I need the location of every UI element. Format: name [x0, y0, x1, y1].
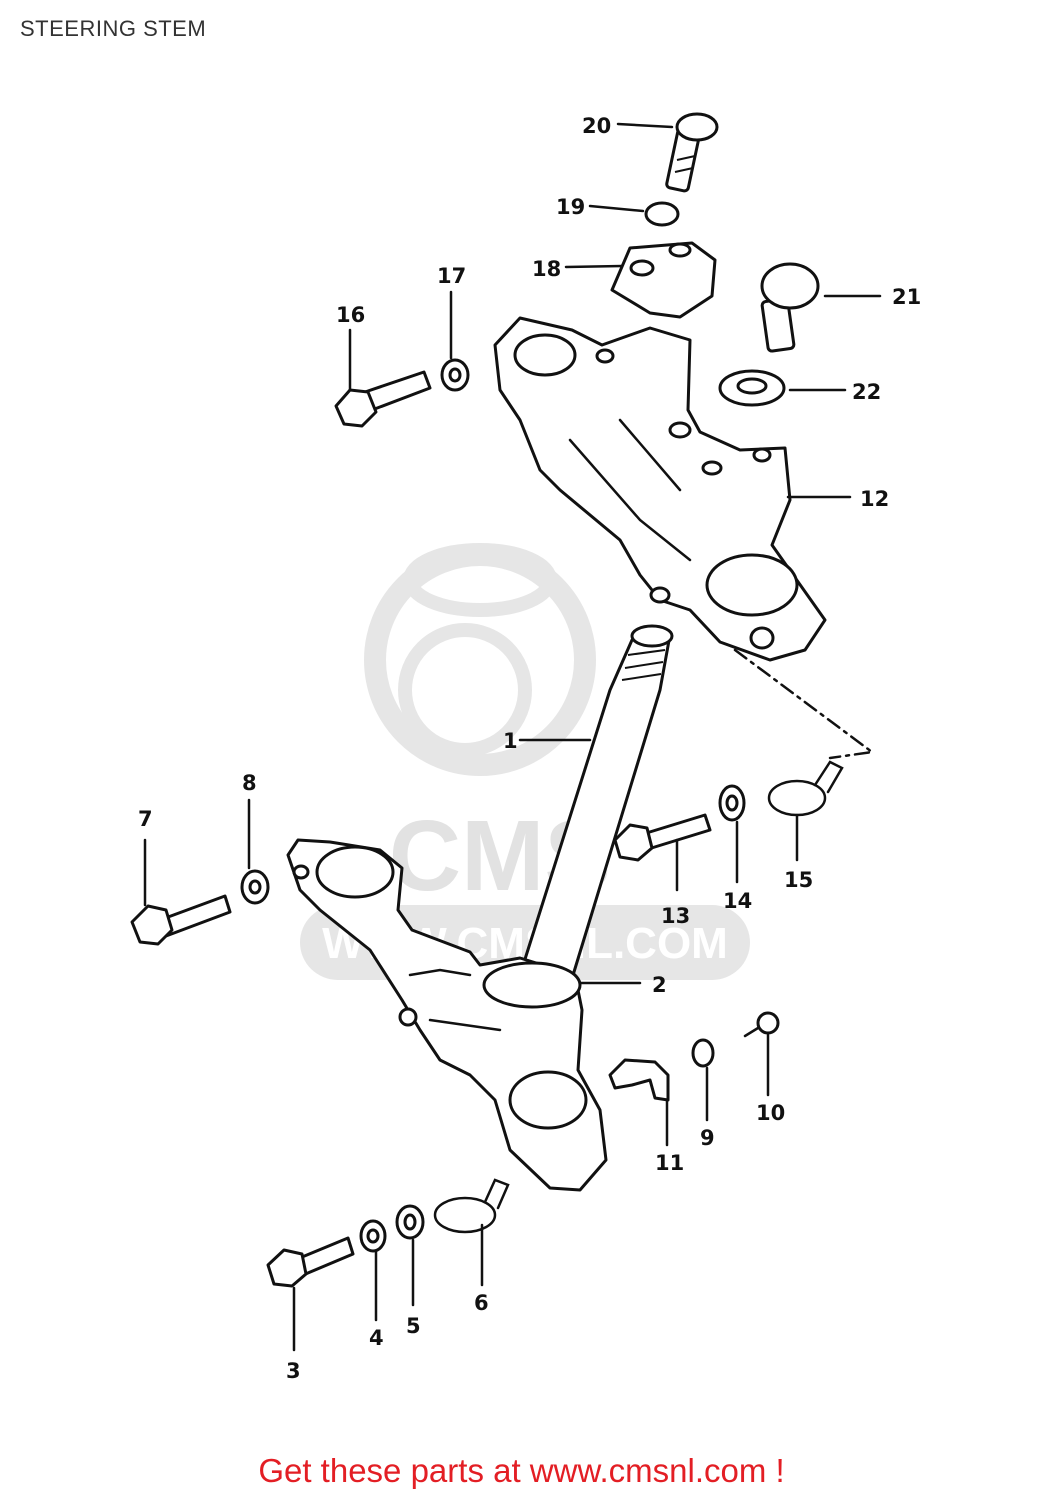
page-title: STEERING STEM	[20, 16, 207, 41]
callout-12: 12	[860, 487, 889, 511]
part-14-washer	[718, 784, 746, 822]
callout-18: 18	[532, 257, 561, 281]
callout-11: 11	[655, 1151, 684, 1175]
part-6-circlip	[433, 1178, 510, 1234]
callout-2: 2	[652, 973, 667, 997]
callout-22: 22	[852, 380, 881, 404]
callout-7: 7	[138, 807, 153, 831]
part-13-bolt	[613, 813, 712, 862]
part-12-upper-bracket	[493, 316, 827, 662]
callout-21: 21	[892, 285, 921, 309]
part-22-washer	[718, 369, 786, 407]
callout-20: 20	[582, 114, 611, 138]
callout-8: 8	[242, 771, 257, 795]
callout-14: 14	[723, 889, 752, 913]
part-9-nut	[691, 1038, 715, 1068]
part-5-washer	[395, 1204, 425, 1240]
part-2-lower-bracket	[286, 838, 608, 1192]
part-18-holder	[610, 241, 717, 319]
part-15-circlip	[767, 760, 844, 817]
part-10-screw	[743, 1011, 780, 1038]
part-4-washer	[359, 1219, 387, 1253]
leader-lines	[143, 122, 882, 1352]
callout-9: 9	[700, 1126, 715, 1150]
callout-19: 19	[556, 195, 585, 219]
part-17-washer	[440, 358, 470, 392]
part-8-washer	[240, 869, 270, 905]
footer-link[interactable]: Get these parts at www.cmsnl.com !	[258, 1452, 785, 1489]
part-21-bolt	[760, 262, 820, 353]
callout-17: 17	[437, 264, 466, 288]
callout-4: 4	[369, 1326, 384, 1350]
callout-3: 3	[286, 1359, 301, 1383]
part-19-nut	[644, 201, 680, 227]
callout-15: 15	[784, 868, 813, 892]
part-11-clamp	[608, 1058, 670, 1102]
callout-labels: 20 19 18 17 16 21 22 12 1 2 7 8 13 14 15…	[138, 114, 921, 1383]
callout-10: 10	[756, 1101, 785, 1125]
callout-5: 5	[406, 1314, 421, 1338]
callout-6: 6	[474, 1291, 489, 1315]
part-3-bolt	[266, 1236, 355, 1288]
callout-16: 16	[336, 303, 365, 327]
part-1-steering-stem	[518, 624, 674, 987]
callout-1: 1	[503, 729, 518, 753]
part-7-bolt	[130, 894, 232, 946]
part-20-bolt	[665, 112, 719, 193]
callout-13: 13	[661, 904, 690, 928]
